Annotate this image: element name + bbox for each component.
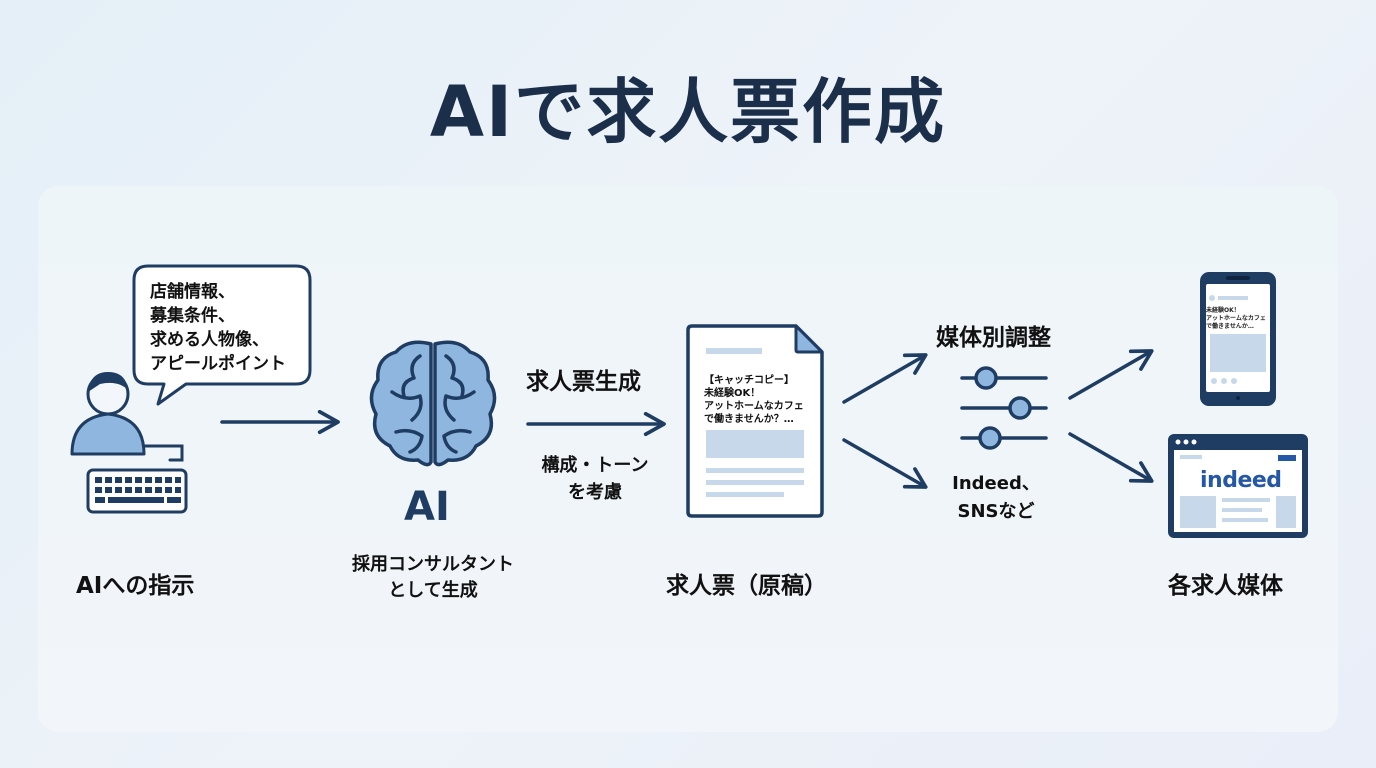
document-icon: [686, 324, 824, 518]
caption-line: として生成: [388, 580, 478, 601]
brain-icon: [369, 340, 497, 467]
caption-line: 構成・トーン: [541, 455, 649, 476]
browser-window-icon: [1168, 434, 1308, 538]
bubble-line: 店舗情報、: [150, 282, 235, 302]
step-label-draft: 求人票（原稿）: [666, 573, 827, 599]
step-caption-adjust: Indeed、 SNSなど: [936, 470, 1056, 526]
caption-line: Indeed、: [952, 473, 1040, 494]
caption-line: を考慮: [568, 482, 622, 503]
document-line: 未経験OK！: [704, 388, 761, 399]
phone-line: アットホームなカフェ: [1206, 315, 1266, 322]
caption-line: 採用コンサルタント: [352, 554, 514, 575]
document-text: 【キャッチコピー】 未経験OK！ アットホームなカフェ で働きませんか？…: [704, 374, 804, 426]
phone-line: で働きませんか…: [1206, 323, 1254, 330]
step-caption-generate: 構成・トーン を考慮: [520, 452, 670, 506]
arrow-right-icon: [1068, 349, 1154, 400]
smartphone-icon: [1200, 272, 1276, 406]
document-line: アットホームなカフェ: [704, 401, 804, 412]
step-label-adjust: 媒体別調整: [936, 325, 1051, 351]
speech-bubble: [132, 264, 312, 406]
instruction-bubble-text: 店舗情報、 募集条件、 求める人物像、 アピールポイント: [150, 280, 286, 376]
bubble-line: 求める人物像、: [150, 330, 269, 350]
step-label-instruction: AIへの指示: [76, 573, 195, 599]
phone-line: 未経験OK！: [1206, 307, 1240, 314]
arrow-right-icon: [1068, 432, 1154, 483]
keyboard-icon: [86, 468, 188, 514]
document-line: 【キャッチコピー】: [704, 375, 794, 386]
caption-line: SNSなど: [957, 501, 1035, 522]
document-line: で働きませんか？…: [704, 414, 794, 425]
arrow-right-icon: [842, 438, 928, 489]
page-title: AIで求人票作成: [429, 71, 947, 153]
arrow-right-icon: [842, 353, 928, 404]
step-label-media: 各求人媒体: [1168, 573, 1283, 599]
step-caption-ai: 採用コンサルタント として生成: [328, 552, 538, 604]
bubble-line: アピールポイント: [150, 354, 286, 374]
step-label-generate: 求人票生成: [526, 369, 641, 395]
sliders-icon: [960, 366, 1048, 450]
user-icon: [70, 372, 184, 462]
bubble-line: 募集条件、: [150, 306, 235, 326]
step-label-ai: AI: [404, 484, 450, 530]
indeed-logo: indeed: [1200, 468, 1282, 493]
phone-screen-text: 未経験OK！ アットホームなカフェ で働きませんか…: [1206, 307, 1266, 331]
